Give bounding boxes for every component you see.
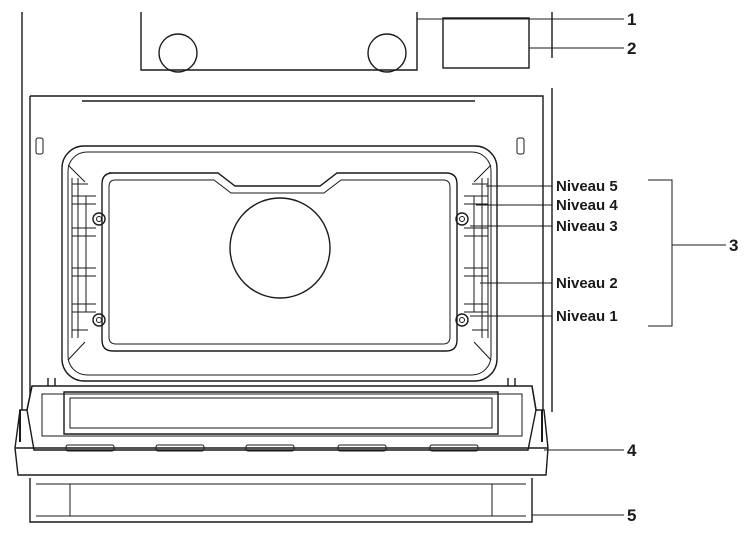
callout-lines — [417, 18, 726, 516]
display-screen — [442, 17, 530, 69]
callout-4-label: 4 — [627, 441, 637, 460]
left-knob-icon — [158, 33, 198, 73]
level-5-label: Niveau 5 — [556, 178, 618, 195]
right-upper-hook-icon — [455, 212, 469, 226]
oven-housing — [21, 12, 553, 412]
left-upper-hook-icon — [92, 212, 106, 226]
right-lower-hook-icon — [455, 313, 469, 327]
callout-numbers: 1 2 3 4 5 — [627, 10, 738, 525]
callout-5-label: 5 — [627, 506, 636, 525]
level-labels: Niveau 5 Niveau 4 Niveau 3 Niveau 2 Nive… — [556, 178, 618, 325]
right-rack-rails — [455, 178, 489, 338]
bottom-drawer — [29, 478, 533, 523]
left-rack-rails — [71, 178, 106, 338]
cavity-frame — [29, 95, 544, 410]
right-knob-icon — [367, 33, 407, 73]
level-1-label: Niveau 1 — [556, 308, 618, 325]
callout-1-label: 1 — [627, 10, 636, 29]
left-lower-hook-icon — [92, 313, 106, 327]
control-panel — [140, 12, 418, 73]
fan-cover-icon — [229, 197, 331, 299]
oven-cavity — [61, 145, 498, 382]
level-2-label: Niveau 2 — [556, 275, 618, 292]
level-3-label: Niveau 3 — [556, 218, 618, 235]
callout-3-label: 3 — [729, 236, 738, 255]
level-4-label: Niveau 4 — [556, 197, 618, 214]
back-panel — [101, 172, 458, 352]
oven-door — [14, 378, 549, 476]
callout-2-label: 2 — [627, 39, 636, 58]
